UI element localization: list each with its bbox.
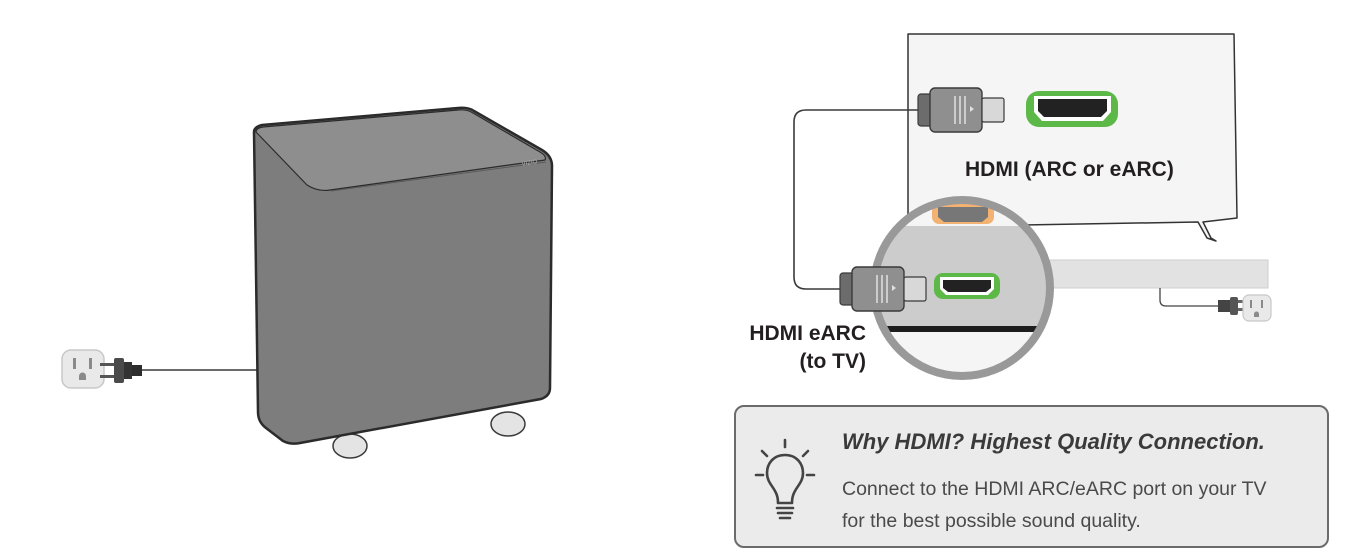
power-plug-icon: [100, 358, 142, 383]
tip-title: Why HDMI? Highest Quality Connection.: [842, 429, 1265, 454]
earc-label: HDMI eARC (to TV): [700, 320, 866, 376]
tip-callout: Why HDMI? Highest Quality Connection. Co…: [734, 405, 1329, 548]
soundbar-power-cord: [1159, 288, 1246, 315]
earc-label-line2: (to TV): [799, 350, 866, 373]
hdmi-plug-top: [917, 87, 1005, 133]
brand-mark: VIZIO: [521, 159, 538, 168]
tv-hdmi-port-highlight: [1026, 91, 1118, 127]
tip-body-line1: Connect to the HDMI ARC/eARC port on you…: [842, 478, 1267, 500]
hdmi-cable: [793, 109, 922, 290]
zoom-inset: [870, 196, 1054, 380]
tip-body-line2: for the best possible sound quality.: [842, 510, 1141, 532]
tv-port-label: HDMI (ARC or eARC): [965, 158, 1174, 181]
wall-outlet-icon: [61, 349, 105, 389]
lightbulb-icon: [754, 438, 816, 520]
tv: [907, 33, 1238, 242]
tip-body: Connect to the HDMI ARC/eARC port on you…: [842, 473, 1322, 537]
subwoofer: VIZIO: [252, 106, 554, 459]
earc-label-line1: HDMI eARC: [749, 322, 866, 345]
hdmi-plug-bottom: [839, 266, 927, 312]
wall-outlet-small-icon: [1242, 294, 1272, 322]
